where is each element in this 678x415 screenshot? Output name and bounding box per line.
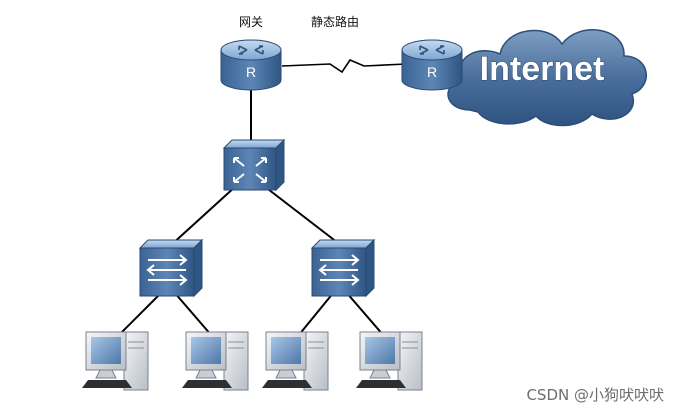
internet-label: Internet	[480, 50, 605, 88]
link-core-right	[263, 185, 343, 247]
l3-switch-arrows-icon	[233, 157, 267, 183]
link-left-pc2	[173, 291, 213, 337]
link-static-route	[281, 59, 407, 74]
internet-cloud: Internet	[447, 29, 648, 127]
monitor-screen-icon	[191, 337, 221, 364]
pc-2	[182, 331, 249, 391]
static-route-label: 静态路由	[311, 14, 359, 29]
access-switch-right	[310, 238, 376, 298]
link-right-pc3	[297, 291, 335, 337]
router-r-mark: R	[246, 64, 256, 80]
monitor-screen-icon	[365, 337, 395, 364]
access-switch-left	[138, 238, 204, 298]
internet-router: R	[401, 39, 463, 91]
switch-arrows-icon	[146, 254, 188, 286]
cloud-shape	[447, 29, 648, 127]
switch-arrows-icon	[318, 254, 360, 286]
router-r-mark: R	[427, 64, 437, 80]
gateway-router: R	[220, 39, 282, 91]
links	[117, 59, 407, 337]
pc-1	[82, 331, 149, 391]
watermark: CSDN @小狗吠吠吠	[526, 386, 664, 404]
link-right-pc4	[345, 291, 385, 337]
pc-4	[356, 331, 423, 391]
link-core-left	[169, 185, 237, 247]
monitor-screen-icon	[91, 337, 121, 364]
gateway-label: 网关	[239, 15, 263, 29]
core-switch	[222, 138, 286, 192]
router-arrows-icon	[419, 45, 445, 55]
monitor-screen-icon	[271, 337, 301, 364]
pc-3	[262, 331, 329, 391]
link-left-pc1	[117, 291, 163, 337]
router-arrows-icon	[238, 45, 264, 55]
